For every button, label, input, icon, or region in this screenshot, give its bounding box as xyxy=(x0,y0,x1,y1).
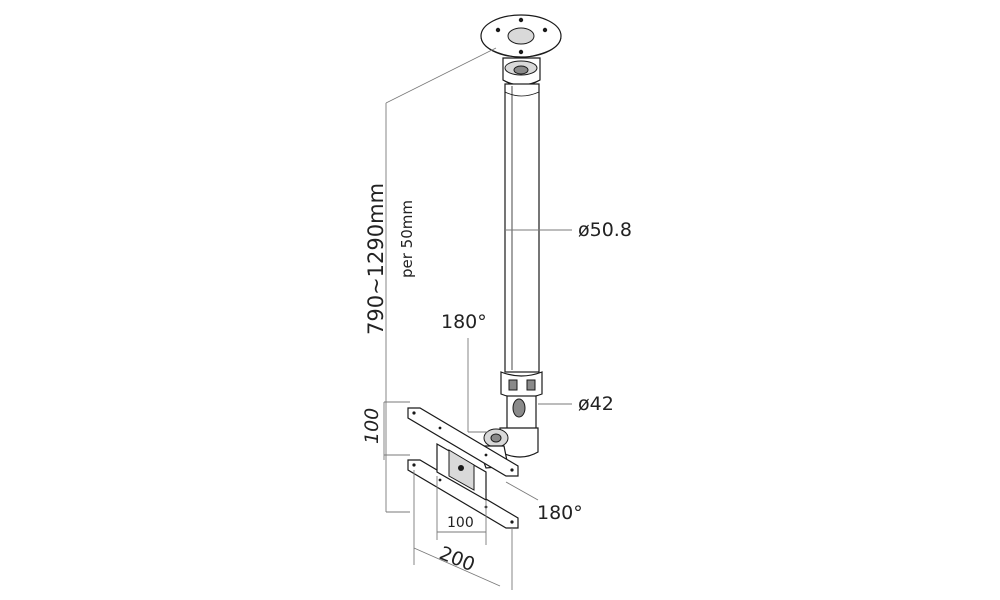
height-step-label: per 50mm xyxy=(398,200,416,278)
lower-pole xyxy=(506,395,537,433)
plate-height-label: 100 xyxy=(361,408,383,444)
vesa-outer-label: 200 xyxy=(436,542,478,576)
main-pole xyxy=(504,83,540,373)
height-range-label: 790~1290mm xyxy=(364,183,388,335)
swivel-angle-label: 180° xyxy=(537,502,583,524)
dimension-lines xyxy=(383,47,572,590)
lower-diameter-label: ø42 xyxy=(578,393,614,415)
vesa-inner-label: 100 xyxy=(447,515,474,531)
top-joint xyxy=(502,57,541,87)
pole-diameter-label: ø50.8 xyxy=(578,219,632,241)
ceiling-plate xyxy=(480,14,562,59)
tilt-angle-label: 180° xyxy=(441,311,487,333)
lower-collar xyxy=(500,371,543,399)
vesa-bracket xyxy=(407,407,519,529)
